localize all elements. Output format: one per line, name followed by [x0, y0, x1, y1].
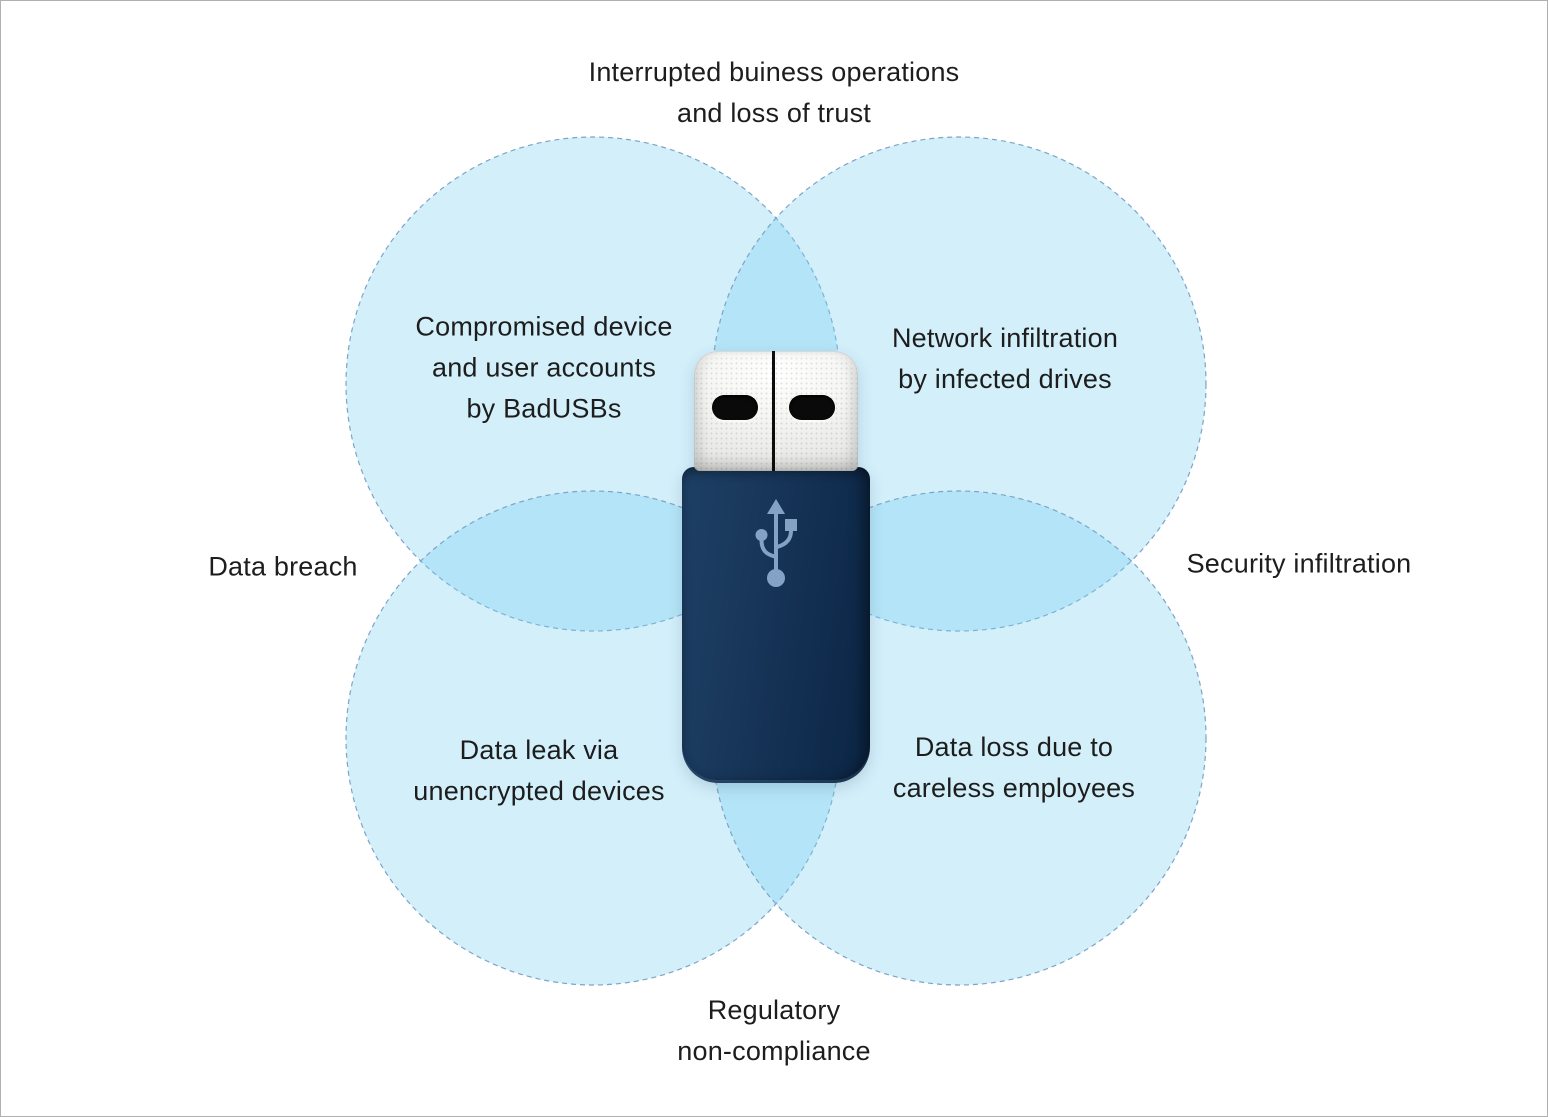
caption-line: Regulatory	[707, 995, 841, 1025]
caption-line: and loss of trust	[677, 98, 871, 128]
caption-right: Security infiltration	[1187, 544, 1412, 585]
label-line: by infected drives	[898, 364, 1112, 394]
caption-bottom: Regulatory non-compliance	[677, 990, 870, 1072]
label-line: Network infiltration	[891, 323, 1119, 353]
caption-line: Data breach	[208, 551, 358, 582]
usb-body	[682, 467, 870, 783]
label-bottom-left-circle: Data leak via unencrypted devices	[413, 730, 664, 812]
caption-left: Data breach	[208, 547, 357, 588]
caption-top: Interrupted buiness operations and loss …	[589, 52, 960, 134]
usb-connector-divider-line	[772, 351, 775, 471]
caption-line: non-compliance	[677, 1036, 871, 1066]
label-top-right-circle: Network infiltration by infected drives	[892, 318, 1118, 400]
usb-connector	[694, 351, 858, 471]
usb-connector-slot	[789, 395, 835, 420]
label-line: Data leak via	[459, 735, 619, 765]
label-line: by BadUSBs	[466, 393, 622, 424]
label-line: Data loss due to	[914, 732, 1114, 762]
label-bottom-right-circle: Data loss due to careless employees	[893, 727, 1135, 809]
label-line: unencrypted devices	[413, 776, 665, 806]
label-line: Compromised device	[415, 311, 673, 342]
label-line: careless employees	[892, 773, 1136, 803]
caption-line: Security infiltration	[1186, 548, 1412, 579]
usb-trident-icon	[755, 499, 797, 587]
label-top-left-circle: Compromised device and user accounts by …	[415, 307, 672, 430]
usb-connector-slot	[712, 395, 758, 420]
label-line: and user accounts	[431, 352, 657, 383]
caption-line: Interrupted buiness operations	[588, 57, 960, 87]
